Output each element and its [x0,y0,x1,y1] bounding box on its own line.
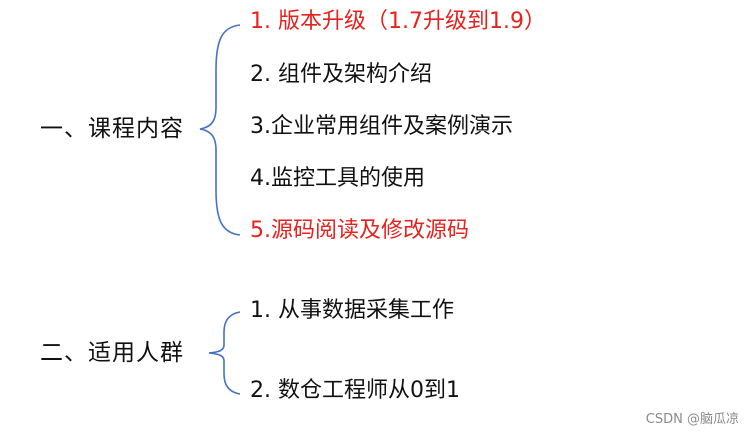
course-item-version-upgrade: 1. 版本升级（1.7升级到1.9） [250,9,546,34]
audience-item-data-collection: 1. 从事数据采集工作 [250,298,454,323]
csdn-watermark: CSDN @脑瓜凉 [645,412,739,427]
course-item-enterprise-components-demo: 3.企业常用组件及案例演示 [250,114,513,139]
section-title-course-content: 一、课程内容 [40,116,184,142]
section-title-target-audience: 二、适用人群 [40,340,184,366]
brace-course-content [199,24,241,236]
audience-item-data-warehouse-engineer: 2. 数仓工程师从0到1 [250,378,460,403]
course-item-components-architecture: 2. 组件及架构介绍 [250,62,432,87]
course-item-source-code-reading: 5.源码阅读及修改源码 [250,218,469,243]
course-item-monitoring-tools: 4.监控工具的使用 [250,166,425,191]
brace-target-audience [208,311,241,395]
